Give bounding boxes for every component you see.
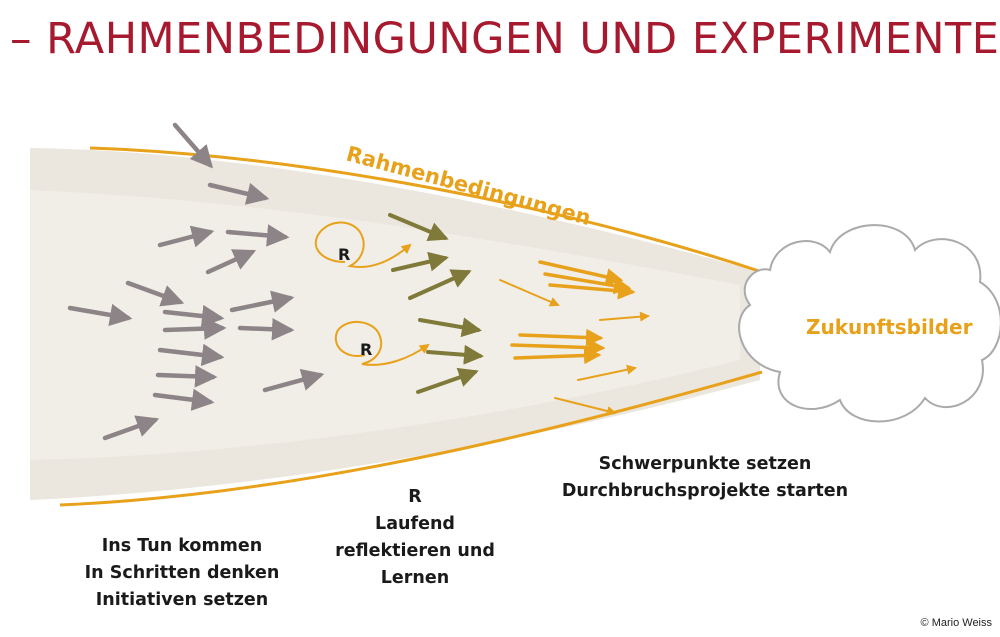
spiral-2: [335, 321, 430, 366]
grey-arrow: [225, 224, 290, 247]
cloud-label: Zukunftsbilder: [806, 315, 973, 339]
label-middle-line: Lernen: [380, 568, 450, 588]
grey-arrow: [172, 122, 213, 169]
grey-arrow: [67, 303, 133, 327]
grey-arrow: [262, 368, 325, 393]
funnel-band-highlight: [30, 190, 740, 460]
cloud: [738, 224, 1000, 423]
orange-arrow: [518, 328, 604, 347]
grey-arrow: [237, 318, 295, 341]
olive-arrow: [388, 213, 449, 242]
olive-arrow: [391, 251, 449, 272]
orange-arrow: [577, 364, 637, 381]
label-right: Schwerpunkte setzen Durchbruchsprojekte …: [550, 451, 860, 505]
copyright-notice: © Mario Weiss: [920, 617, 992, 629]
label-middle-line: reflektieren und: [335, 541, 495, 561]
grey-arrow: [155, 365, 218, 388]
label-middle: R Laufend reflektieren und Lernen: [335, 484, 495, 592]
olive-arrow: [416, 367, 479, 394]
label-middle-line: Laufend: [375, 514, 455, 534]
orange-arrow: [599, 311, 650, 322]
grey-arrow: [229, 290, 295, 313]
orange-arrow: [513, 346, 602, 365]
spiral-arrows: [315, 221, 430, 366]
grey-arrow: [205, 249, 257, 275]
grey-arrow: [102, 415, 160, 441]
orange-arrow: [548, 282, 636, 300]
grey-arrow: [152, 388, 215, 411]
grey-arrow: [207, 182, 270, 205]
slide-title: – RAHMENBEDINGUNGEN UND EXPERIMENTE: [10, 14, 1000, 64]
grey-arrow: [157, 225, 215, 248]
orange-arrows: [499, 260, 650, 416]
grey-arrows: [67, 122, 325, 441]
orange-arrow: [499, 279, 560, 307]
orange-arrow: [543, 272, 632, 295]
orange-arrow: [538, 260, 624, 286]
label-right-line: Durchbruchsprojekte starten: [561, 481, 849, 501]
orange-arrow: [554, 397, 617, 416]
olive-arrows: [388, 213, 484, 394]
grey-arrow: [157, 343, 225, 367]
lower-boundary: [59, 370, 763, 507]
olive-arrow: [408, 269, 472, 300]
label-middle-line: R: [408, 487, 422, 507]
r-marker-2: R: [360, 340, 372, 359]
label-right-line: Schwerpunkte setzen: [598, 454, 812, 474]
olive-arrow: [418, 317, 482, 338]
r-marker-1: R: [338, 245, 350, 264]
upper-boundary: [89, 146, 763, 274]
label-left-line: Initiativen setzen: [95, 590, 269, 610]
label-left-line: Ins Tun kommen: [101, 536, 263, 556]
grey-arrow: [162, 304, 225, 328]
olive-arrow: [426, 344, 484, 365]
spiral-1: [315, 221, 412, 268]
cloud-outline: [738, 224, 1000, 423]
grey-arrow: [162, 317, 227, 340]
label-left-line: In Schritten denken: [84, 563, 280, 583]
grey-arrow: [125, 280, 185, 307]
label-left: Ins Tun kommen In Schritten denken Initi…: [82, 533, 282, 614]
